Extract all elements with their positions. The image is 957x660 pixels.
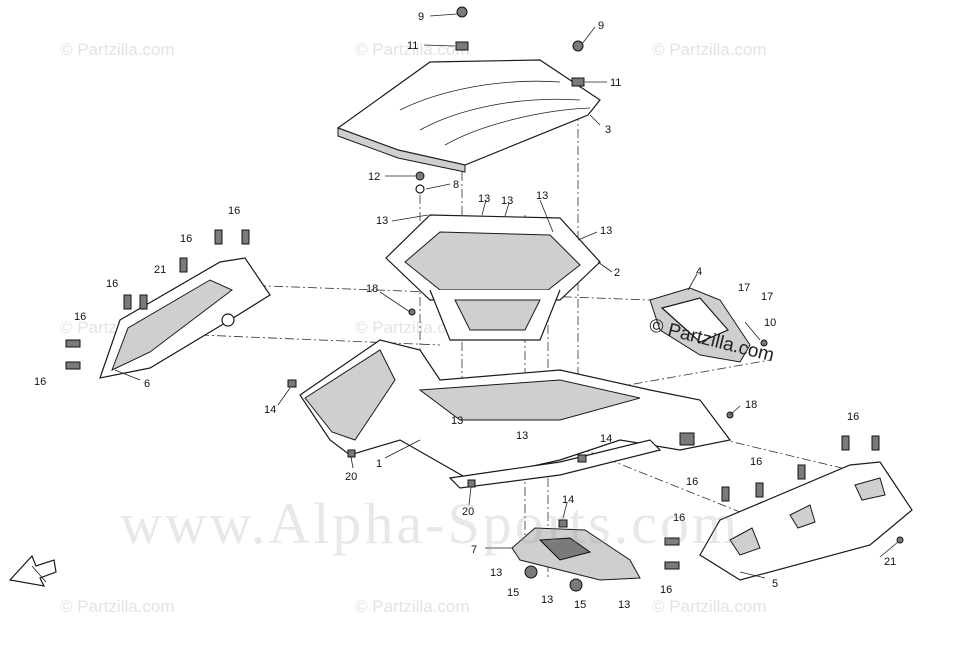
callout-17: 17 bbox=[761, 291, 773, 303]
callout-17: 17 bbox=[738, 282, 750, 294]
callout-16: 16 bbox=[228, 205, 240, 217]
watermark-partzilla: © Partzilla.com bbox=[652, 597, 767, 616]
callout-21: 21 bbox=[884, 556, 896, 568]
callout-16: 16 bbox=[34, 376, 46, 388]
front-direction-arrow-icon bbox=[8, 554, 57, 587]
callout-18: 18 bbox=[366, 283, 378, 295]
callout-13: 13 bbox=[600, 225, 612, 237]
callout-12: 12 bbox=[368, 171, 380, 183]
watermark-partzilla: © Partzilla.com bbox=[60, 40, 175, 59]
callout-21: 21 bbox=[154, 264, 166, 276]
callout-6: 6 bbox=[144, 378, 150, 390]
callout-18: 18 bbox=[745, 399, 757, 411]
callout-13: 13 bbox=[536, 190, 548, 202]
callout-16: 16 bbox=[106, 278, 118, 290]
callout-7: 7 bbox=[471, 544, 477, 556]
part-7-rear-lower-bracket bbox=[511, 527, 641, 581]
callout-16: 16 bbox=[180, 233, 192, 245]
callout-15: 15 bbox=[574, 599, 586, 611]
part-4-side-guard bbox=[649, 287, 751, 363]
callout-labels: 9 11 9 11 3 12 8 13 13 13 13 13 2 4 17 1… bbox=[34, 11, 896, 611]
callout-3: 3 bbox=[605, 124, 611, 136]
callout-16: 16 bbox=[750, 456, 762, 468]
callout-10: 10 bbox=[764, 317, 776, 329]
part-3-rear-rack-cover bbox=[336, 59, 601, 173]
watermark-partzilla: © Partzilla.com bbox=[355, 318, 470, 337]
part-1-rear-fender bbox=[299, 339, 732, 489]
fasteners bbox=[65, 6, 904, 592]
callout-16: 16 bbox=[660, 584, 672, 596]
part-2-storage-box bbox=[385, 214, 601, 341]
callout-9: 9 bbox=[418, 11, 424, 23]
callout-14: 14 bbox=[264, 404, 276, 416]
callout-16: 16 bbox=[686, 476, 698, 488]
watermark-partzilla: © Partzilla.com bbox=[60, 597, 175, 616]
callout-11: 11 bbox=[610, 77, 621, 89]
callout-13: 13 bbox=[478, 193, 490, 205]
callout-16: 16 bbox=[74, 311, 86, 323]
callout-13: 13 bbox=[516, 430, 528, 442]
callout-13: 13 bbox=[490, 567, 502, 579]
callout-9: 9 bbox=[598, 20, 604, 32]
callout-13: 13 bbox=[451, 415, 463, 427]
callout-13: 13 bbox=[376, 215, 388, 227]
watermark-partzilla: © Partzilla.com bbox=[355, 597, 470, 616]
callout-8: 8 bbox=[453, 179, 459, 191]
callout-13: 13 bbox=[501, 195, 513, 207]
callout-16: 16 bbox=[673, 512, 685, 524]
part-6-left-side-cover bbox=[99, 257, 271, 379]
part-5-right-side-cover bbox=[699, 461, 913, 581]
callout-13: 13 bbox=[541, 594, 553, 606]
callout-5: 5 bbox=[772, 578, 778, 590]
callout-2: 2 bbox=[614, 267, 620, 279]
callout-15: 15 bbox=[507, 587, 519, 599]
callout-20: 20 bbox=[345, 471, 357, 483]
watermark-partzilla: © Partzilla.com bbox=[355, 40, 470, 59]
watermark-partzilla: © Partzilla.com bbox=[652, 40, 767, 59]
callout-4: 4 bbox=[696, 266, 702, 278]
callout-1: 1 bbox=[376, 458, 382, 470]
callout-11: 11 bbox=[407, 40, 418, 52]
callout-14: 14 bbox=[562, 494, 574, 506]
leader-lines bbox=[114, 13, 899, 579]
callout-20: 20 bbox=[462, 506, 474, 518]
callout-14: 14 bbox=[600, 433, 612, 445]
callout-13: 13 bbox=[618, 599, 630, 611]
watermark-alpha-sports: www.Alpha-Sports.com bbox=[120, 491, 741, 556]
callout-16: 16 bbox=[847, 411, 859, 423]
